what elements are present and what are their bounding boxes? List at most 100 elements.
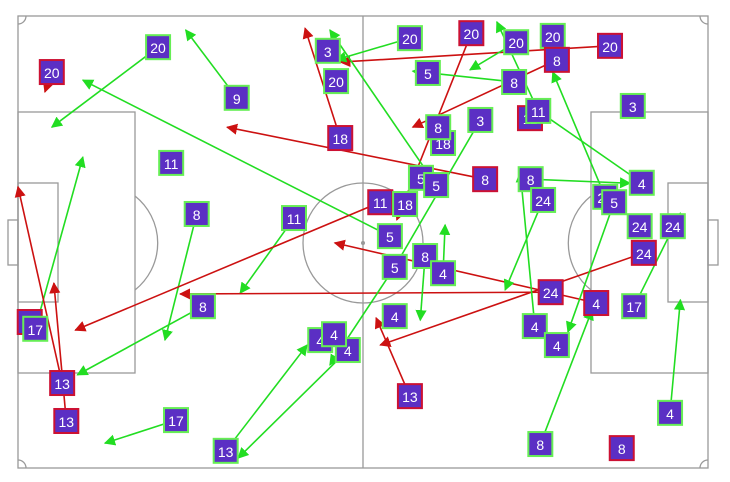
player-marker-box [323, 68, 350, 95]
player-number: 5 [391, 260, 399, 276]
player-number: 3 [629, 99, 637, 115]
player-marker-box [145, 34, 172, 61]
corner-arc [17, 15, 27, 25]
player-number: 17 [168, 413, 184, 429]
corner-arc [699, 15, 709, 25]
player-number: 20 [328, 74, 344, 90]
player-number: 20 [545, 29, 561, 45]
player-marker-box [425, 114, 452, 141]
pass-arrow-fail [179, 288, 551, 300]
player-marker-box [621, 293, 648, 320]
player-marker: 4 [543, 332, 570, 359]
player-marker: 3 [619, 92, 646, 119]
player-marker: 20 [396, 25, 423, 52]
player-marker-box [381, 253, 408, 280]
player-marker-box [657, 399, 684, 426]
player-marker-box [381, 303, 408, 330]
player-number: 8 [421, 249, 429, 265]
player-marker-box [525, 97, 552, 124]
player-marker-box [527, 431, 554, 458]
player-number: 8 [510, 75, 518, 91]
pass-arrow-success [76, 305, 204, 376]
pass-arrow-fail [14, 185, 63, 384]
player-marker-box [321, 321, 348, 348]
player-marker-box [414, 59, 441, 86]
pass-arrow-fail [225, 123, 486, 180]
player-marker-box [49, 370, 76, 397]
player-marker: 20 [597, 32, 624, 59]
player-number: 3 [476, 113, 484, 129]
player-marker-box [521, 313, 548, 340]
player-number: 13 [54, 376, 70, 392]
player-marker: 13 [212, 437, 239, 464]
player-marker: 4 [321, 321, 348, 348]
player-number: 4 [638, 176, 646, 192]
player-marker: 4 [583, 290, 610, 317]
player-marker-box [158, 149, 185, 176]
player-number: 5 [386, 229, 394, 245]
pass-arrow-success [539, 308, 594, 445]
player-number: 17 [626, 299, 642, 315]
player-marker-box [530, 186, 557, 213]
player-marker-box [281, 205, 307, 232]
player-number: 8 [193, 207, 201, 223]
player-marker: 24 [659, 213, 686, 240]
player-marker-box [22, 315, 49, 342]
right-goal-area [667, 182, 709, 303]
player-number: 24 [543, 285, 559, 301]
player-marker-box [467, 106, 494, 133]
player-number: 8 [553, 53, 561, 69]
corner-arc [17, 459, 27, 469]
player-marker: 11 [281, 205, 307, 232]
player-marker: 3 [314, 37, 341, 64]
player-marker: 13 [396, 383, 423, 410]
player-marker-box [396, 25, 423, 52]
player-number: 4 [531, 319, 539, 335]
player-marker-box [212, 437, 239, 464]
player-marker: 24 [626, 213, 653, 240]
player-marker: 13 [49, 370, 76, 397]
player-number: 8 [434, 120, 442, 136]
player-marker-box [601, 189, 628, 216]
player-marker-box [396, 383, 423, 410]
player-marker: 20 [503, 29, 530, 56]
player-number: 11 [531, 104, 546, 120]
player-marker: 5 [414, 59, 441, 86]
player-number: 13 [218, 444, 234, 460]
pass-arrow-success [566, 201, 615, 334]
pass-arrow-success [515, 170, 536, 327]
player-marker-box [619, 92, 646, 119]
player-marker: 3 [467, 106, 494, 133]
player-marker-box [53, 407, 80, 434]
player-marker: 13 [53, 407, 80, 434]
player-marker: 8 [527, 431, 554, 458]
player-number: 3 [324, 44, 332, 60]
player-number: 4 [666, 406, 674, 422]
player-marker: 20 [145, 34, 172, 61]
pass-arrow-success [551, 71, 606, 198]
player-number: 9 [233, 91, 241, 107]
left-goal [7, 219, 19, 266]
pass-arrow-success [329, 29, 437, 186]
player-marker-box [543, 332, 570, 359]
pass-arrow-fail [374, 316, 411, 397]
pass-arrow-success [161, 213, 198, 342]
player-number: 4 [553, 338, 561, 354]
player-number: 13 [59, 414, 75, 430]
player-number: 4 [439, 266, 447, 282]
right-goal [707, 219, 719, 266]
player-marker: 4 [628, 169, 655, 196]
player-marker-box [543, 46, 570, 73]
players-layer: 2020932018118118171713131713444202020202… [16, 20, 686, 464]
player-marker: 8 [183, 200, 210, 227]
player-marker-box [412, 243, 439, 270]
left-goal-area [17, 182, 59, 303]
player-number: 24 [632, 219, 648, 235]
player-marker-box [608, 435, 635, 462]
player-marker: 5 [376, 223, 403, 250]
player-marker: 24 [530, 186, 557, 213]
pass-arrow-success [669, 298, 686, 413]
player-marker-box [314, 37, 341, 64]
player-marker-box [472, 166, 499, 193]
